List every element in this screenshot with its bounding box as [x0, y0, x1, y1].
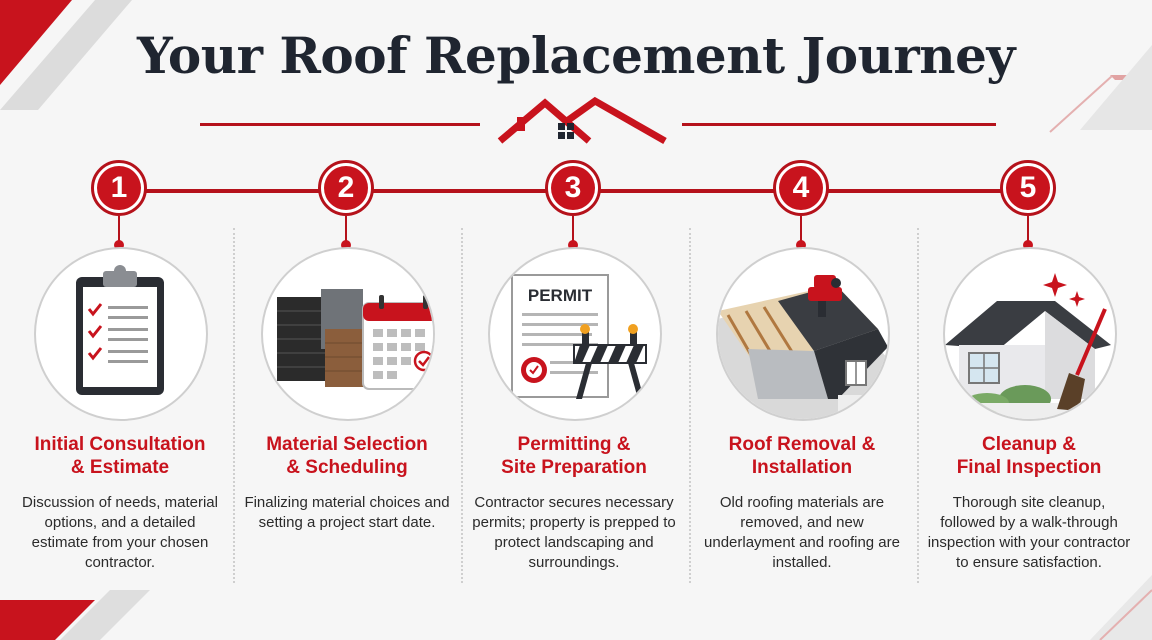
roof-nail-gun-icon: [718, 275, 888, 419]
step-illustration: [716, 247, 890, 421]
house-roof-logo-icon: [497, 96, 667, 145]
step-separator: [461, 228, 463, 583]
step-description: Old roofing materials are removed, and n…: [704, 494, 900, 571]
shingle-samples-calendar-icon: [277, 289, 433, 390]
step-title: Roof Removal & Installation: [728, 434, 876, 478]
step-description: Thorough site cleanup, followed by a wal…: [927, 494, 1131, 571]
permit-barricade-icon: PERMIT: [511, 274, 647, 399]
step-illustration: [261, 247, 435, 421]
step-title: Initial Consultation & Estimate: [34, 434, 206, 478]
step-connector-dot: [114, 240, 124, 250]
step-description: Finalizing material choices and setting …: [244, 494, 450, 531]
corner-decoration-bottom-right: [1090, 575, 1152, 640]
step-number: 1: [97, 166, 141, 210]
step-separator: [233, 228, 235, 583]
title-rule-left: [200, 123, 480, 126]
corner-decoration-top-left: [0, 0, 132, 110]
step-illustration: PERMIT: [488, 247, 662, 421]
title-rule-right: [682, 123, 996, 126]
step-number: 5: [1006, 166, 1050, 210]
step-number-badge: 4: [773, 160, 829, 216]
step-number-badge: 5: [1000, 160, 1056, 216]
step-connector-dot: [796, 240, 806, 250]
clipboard-checklist-icon: [76, 265, 164, 395]
step-number-badge: 2: [318, 160, 374, 216]
permit-label: PERMIT: [528, 286, 593, 305]
step-number-badge: 1: [91, 160, 147, 216]
corner-decoration-bottom-left: [0, 590, 150, 640]
step-number-badge: 3: [545, 160, 601, 216]
step-connector: [800, 216, 802, 242]
step-title: Material Selection & Scheduling: [266, 434, 428, 478]
step-illustration: [34, 247, 208, 421]
step-connector: [572, 216, 574, 242]
step-illustration: [943, 247, 1117, 421]
step-separator: [689, 228, 691, 583]
step-connector: [1027, 216, 1029, 242]
step-connector-dot: [1023, 240, 1033, 250]
step-title: Cleanup & Final Inspection: [956, 434, 1102, 478]
step-title: Permitting & Site Preparation: [501, 434, 647, 478]
page-title: Your Roof Replacement Journey: [137, 26, 1015, 85]
house-broom-icon: [945, 273, 1115, 419]
step-connector-dot: [341, 240, 351, 250]
corner-decoration-top-right: [1049, 45, 1152, 133]
step-number: 4: [779, 166, 823, 210]
step-number: 2: [324, 166, 368, 210]
step-description: Contractor secures necessary permits; pr…: [472, 494, 676, 571]
step-description: Discussion of needs, material options, a…: [22, 494, 218, 571]
step-connector: [118, 216, 120, 242]
step-separator: [917, 228, 919, 583]
step-connector-dot: [568, 240, 578, 250]
step-connector: [345, 216, 347, 242]
step-number: 3: [551, 166, 595, 210]
